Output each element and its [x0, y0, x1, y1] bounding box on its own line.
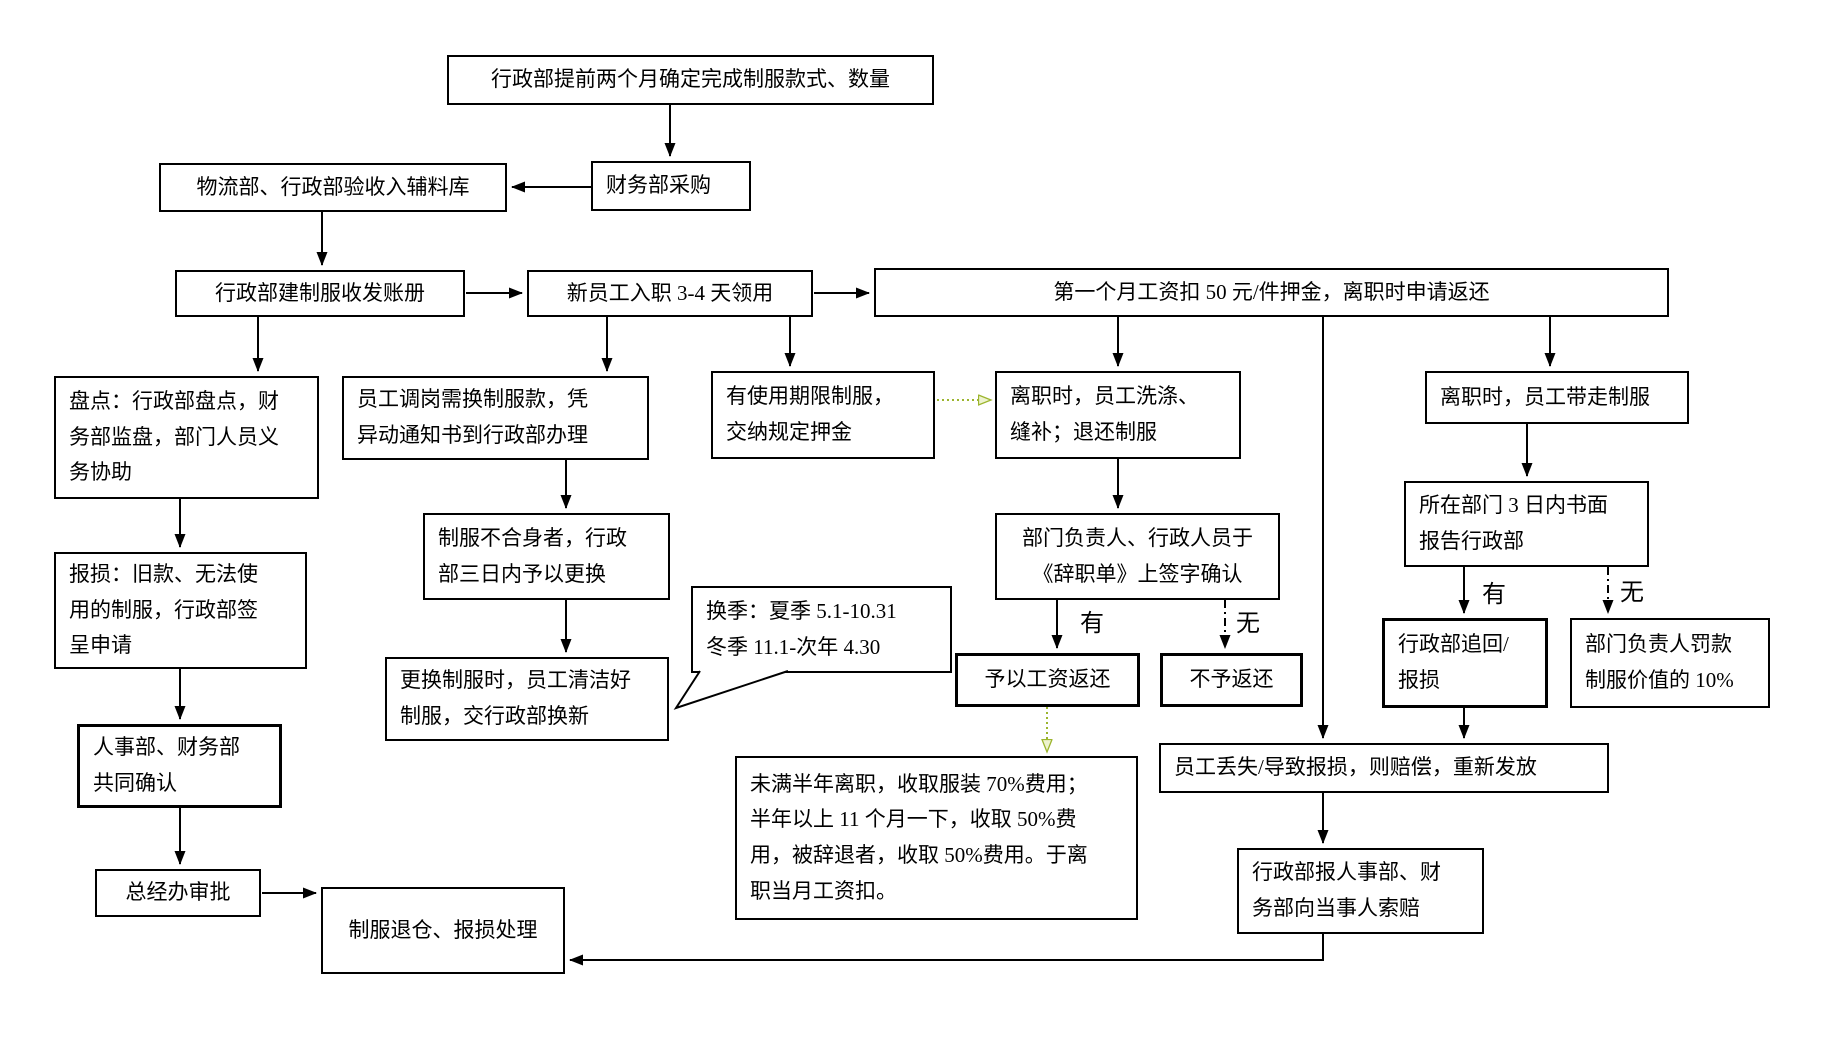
- node-uniform-return-processing: 制服退仓、报损处理: [321, 887, 565, 974]
- node-admin-recover: 行政部追回/ 报损: [1382, 618, 1548, 708]
- node-season-change-note: 换季：夏季 5.1-10.31 冬季 11.1-次年 4.30: [691, 586, 952, 673]
- edge-label-no-refund: 无: [1236, 611, 1260, 637]
- callout-tail-season-note: [673, 670, 789, 710]
- node-determine-style-qty: 行政部提前两个月确定完成制服款式、数量: [447, 55, 934, 105]
- edge-label-no-fine: 无: [1620, 580, 1644, 606]
- node-manager-fine-10pct: 部门负责人罚款 制服价值的 10%: [1570, 618, 1770, 708]
- node-finance-purchase: 财务部采购: [591, 161, 751, 211]
- node-refund-with-salary: 予以工资返还: [955, 653, 1140, 707]
- node-dept-report-3days: 所在部门 3 日内书面 报告行政部: [1404, 481, 1649, 567]
- node-unfit-replace: 制服不合身者，行政 部三日内予以更换: [423, 513, 670, 600]
- node-resignation-form-sign: 部门负责人、行政人员于 《辞职单》上签字确认: [995, 513, 1280, 600]
- node-warehouse-acceptance: 物流部、行政部验收入辅料库: [159, 163, 507, 212]
- edge-label-yes-refund: 有: [1080, 611, 1104, 637]
- node-resign-take-away: 离职时，员工带走制服: [1425, 371, 1689, 424]
- node-lost-compensate: 员工丢失/导致报损，则赔偿，重新发放: [1159, 743, 1609, 793]
- node-first-month-deposit: 第一个月工资扣 50 元/件押金，离职时申请返还: [874, 268, 1669, 317]
- node-uniform-ledger: 行政部建制服收发账册: [175, 270, 465, 317]
- node-damage-report: 报损：旧款、无法使 用的制服，行政部签 呈申请: [54, 552, 307, 669]
- node-new-employee-receive: 新员工入职 3-4 天领用: [527, 270, 813, 317]
- node-inventory-check: 盘点：行政部盘点，财 务部监盘，部门人员义 务协助: [54, 376, 319, 499]
- node-gm-office-approval: 总经办审批: [95, 869, 261, 917]
- arrow-claim-to-returnprocessing: [569, 934, 1324, 966]
- node-claim-compensation: 行政部报人事部、财 务部向当事人索赔: [1237, 848, 1484, 934]
- node-resign-wash-return: 离职时，员工洗涤、 缝补；退还制服: [995, 371, 1241, 459]
- node-clean-before-replace: 更换制服时，员工清洁好 制服，交行政部换新: [385, 657, 669, 741]
- node-limited-term-deposit: 有使用期限制服， 交纳规定押金: [711, 371, 935, 459]
- node-no-refund: 不予返还: [1160, 653, 1303, 707]
- node-fee-schedule: 未满半年离职，收取服装 70%费用； 半年以上 11 个月一下，收取 50%费 …: [735, 756, 1138, 920]
- node-job-transfer-change: 员工调岗需换制服款，凭 异动通知书到行政部办理: [342, 376, 649, 460]
- edge-label-yes-recover: 有: [1482, 582, 1506, 608]
- node-hr-finance-confirm: 人事部、财务部 共同确认: [77, 724, 282, 808]
